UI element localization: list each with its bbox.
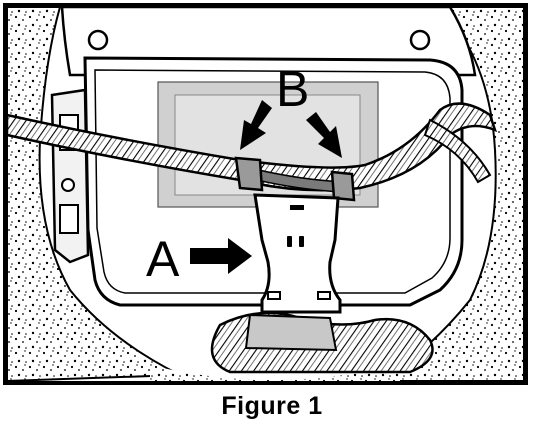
carpet-bottom (150, 365, 400, 381)
bracket-a (253, 193, 342, 314)
callout-label-b: B (276, 61, 309, 117)
arrow-b-callout (240, 100, 342, 158)
trim-hole-right (409, 29, 431, 51)
trim-hole-left (87, 29, 109, 51)
bracket-a-hole-1 (287, 236, 292, 247)
arrow-a-icon (190, 238, 252, 274)
bracket-connector-lower (59, 204, 79, 234)
arrow-b-right-icon (306, 112, 342, 158)
clip-b-right (330, 170, 356, 202)
bracket-a-slot-top (290, 205, 304, 210)
carpet-left (6, 6, 181, 383)
module-inner-edge (94, 69, 451, 294)
figure-caption: Figure 1 (221, 392, 323, 420)
callout-label-a: A (146, 231, 180, 287)
bracket-screw (61, 178, 75, 192)
bracket-a-tab-left (267, 291, 281, 300)
bracket-a-hole-2 (299, 236, 304, 247)
harness-right-branch (423, 118, 492, 184)
arrow-a-callout (190, 238, 252, 274)
arrow-b-left-icon (240, 100, 272, 150)
bracket-a-tab-right (317, 291, 331, 300)
lower-connector-block (244, 313, 338, 352)
clip-b-left (234, 156, 264, 192)
